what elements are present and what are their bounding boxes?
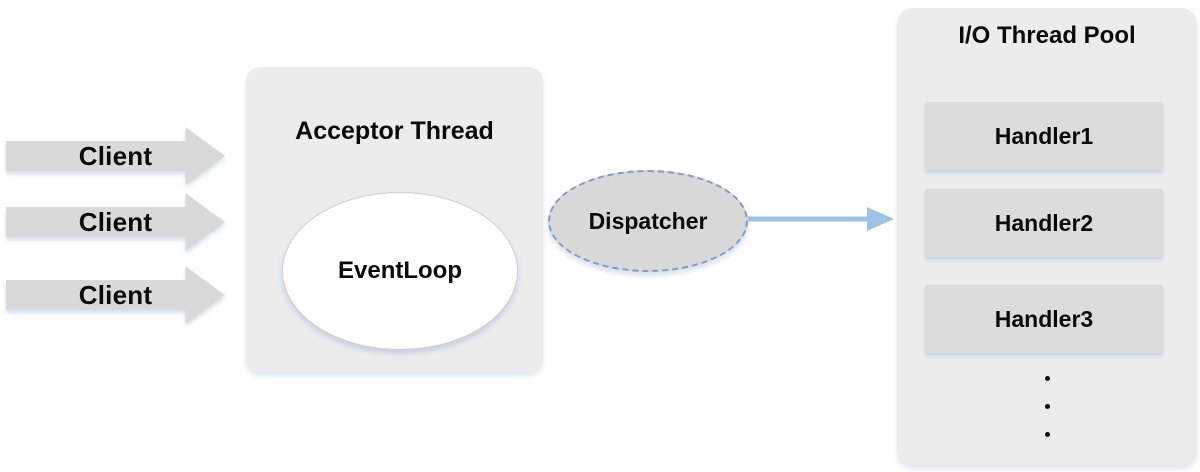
client-label: Client [78, 206, 153, 237]
ellipsis-dot [1044, 432, 1050, 437]
io-thread-pool-title: I/O Thread Pool [958, 22, 1136, 49]
client-label: Client [78, 140, 153, 171]
event-loop-label: EventLoop [338, 257, 462, 284]
dispatcher-ellipse: Dispatcher [548, 170, 748, 272]
dispatch-flow-arrow [748, 207, 894, 231]
client-arrow-1: Client [6, 126, 225, 186]
acceptor-thread-title: Acceptor Thread [295, 117, 494, 145]
ellipsis-dot [1044, 376, 1050, 381]
handler-label: Handler2 [994, 209, 1094, 236]
client-arrow-3: Client [6, 265, 225, 325]
ellipsis-dot [1044, 404, 1050, 409]
handler-label: Handler1 [994, 122, 1094, 149]
more-handlers-ellipsis [897, 376, 1197, 437]
handler-label: Handler3 [994, 305, 1094, 332]
handler-box-3: Handler3 [925, 285, 1163, 353]
dispatcher-label: Dispatcher [588, 207, 708, 234]
acceptor-thread-box: Acceptor Thread EventLoop [246, 67, 543, 372]
client-arrow-2: Client [6, 192, 225, 252]
arrow-head [867, 207, 894, 231]
io-thread-pool-box: I/O Thread Pool Handler1 Handler2 Handle… [897, 8, 1197, 465]
client-label: Client [78, 279, 153, 310]
handler-box-1: Handler1 [925, 102, 1163, 170]
event-loop-ellipse: EventLoop [282, 192, 518, 350]
handler-box-2: Handler2 [925, 189, 1163, 257]
